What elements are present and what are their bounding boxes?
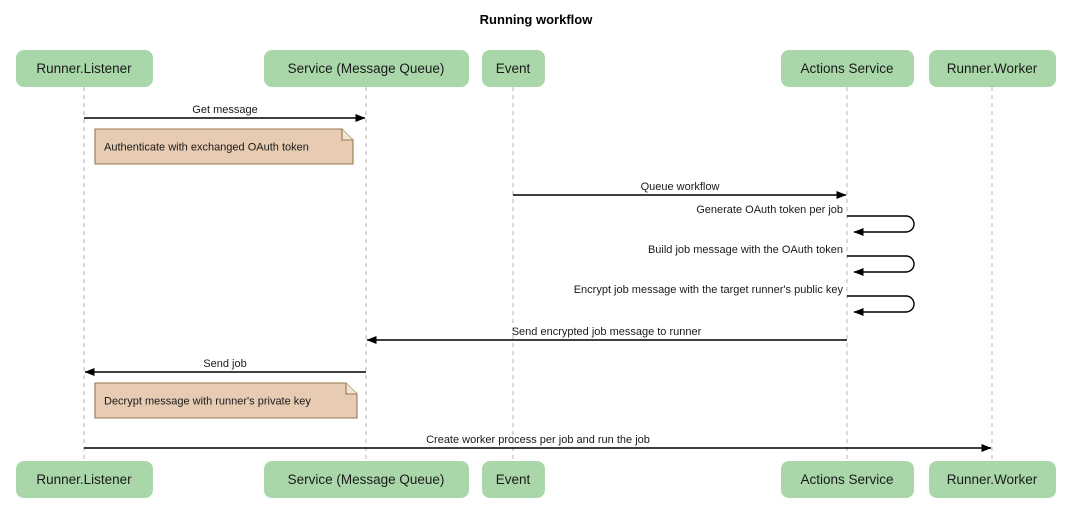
message-queue-workflow[interactable]: Queue workflow <box>513 181 847 199</box>
participant-label: Runner.Worker <box>947 472 1038 487</box>
participant-label: Runner.Listener <box>36 61 132 76</box>
participant-label: Runner.Listener <box>36 472 132 487</box>
participant-event-bottom[interactable]: Event <box>482 461 545 498</box>
note-fold-corner-icon <box>341 129 353 141</box>
message-label: Generate OAuth token per job <box>696 204 843 216</box>
self-loop-path <box>847 215 915 236</box>
note-body <box>94 382 358 419</box>
notes-group: Authenticate with exchanged OAuth tokenD… <box>94 128 358 419</box>
message-build-job-message[interactable]: Build job message with the OAuth token <box>648 244 915 276</box>
note-decrypt-note: Decrypt message with runner's private ke… <box>94 382 358 419</box>
participant-box <box>264 461 469 498</box>
participant-service-mq-top[interactable]: Service (Message Queue) <box>264 50 469 87</box>
note-label: Authenticate with exchanged OAuth token <box>104 141 309 153</box>
participant-actions-service-top[interactable]: Actions Service <box>781 50 914 87</box>
participant-label: Actions Service <box>800 61 893 76</box>
message-get-message[interactable]: Get message <box>84 104 366 122</box>
participant-label: Actions Service <box>800 472 893 487</box>
participant-box <box>781 50 914 87</box>
self-loop-path <box>847 295 915 316</box>
message-create-worker-process[interactable]: Create worker process per job and run th… <box>84 434 992 452</box>
message-encrypt-job-message[interactable]: Encrypt job message with the target runn… <box>574 284 915 316</box>
self-loop-path <box>847 255 915 276</box>
message-send-encrypted-job-message[interactable]: Send encrypted job message to runner <box>366 326 847 344</box>
participant-box <box>929 50 1056 87</box>
lifelines-group <box>83 87 993 461</box>
message-label: Get message <box>192 104 257 116</box>
participant-event-top[interactable]: Event <box>482 50 545 87</box>
message-label: Send job <box>203 358 246 370</box>
message-label: Build job message with the OAuth token <box>648 244 843 256</box>
participant-runner-worker-top[interactable]: Runner.Worker <box>929 50 1056 87</box>
participant-label: Runner.Worker <box>947 61 1038 76</box>
participant-service-mq-bottom[interactable]: Service (Message Queue) <box>264 461 469 498</box>
participant-box <box>482 461 545 498</box>
participant-label: Service (Message Queue) <box>288 472 445 487</box>
note-fold-corner-icon <box>345 383 357 395</box>
participant-actions-service-bottom[interactable]: Actions Service <box>781 461 914 498</box>
message-generate-oauth-token[interactable]: Generate OAuth token per job <box>696 204 915 236</box>
note-authenticate-note: Authenticate with exchanged OAuth token <box>94 128 354 165</box>
participant-runner-worker-bottom[interactable]: Runner.Worker <box>929 461 1056 498</box>
message-label: Queue workflow <box>641 181 720 193</box>
message-send-job[interactable]: Send job <box>84 358 366 376</box>
participant-label: Event <box>496 61 531 76</box>
note-label: Decrypt message with runner's private ke… <box>104 395 311 407</box>
participant-box <box>264 50 469 87</box>
participant-runner-listener-top[interactable]: Runner.Listener <box>16 50 153 87</box>
participant-runner-listener-bottom[interactable]: Runner.Listener <box>16 461 153 498</box>
participant-box <box>781 461 914 498</box>
participant-box <box>929 461 1056 498</box>
participant-label: Event <box>496 472 531 487</box>
participant-box <box>482 50 545 87</box>
message-label: Encrypt job message with the target runn… <box>574 284 844 296</box>
message-label: Create worker process per job and run th… <box>426 434 650 446</box>
message-label: Send encrypted job message to runner <box>512 326 702 338</box>
participant-label: Service (Message Queue) <box>288 61 445 76</box>
participant-box <box>16 461 153 498</box>
note-body <box>94 128 354 165</box>
participant-box <box>16 50 153 87</box>
diagram-title: Running workflow <box>480 12 594 27</box>
